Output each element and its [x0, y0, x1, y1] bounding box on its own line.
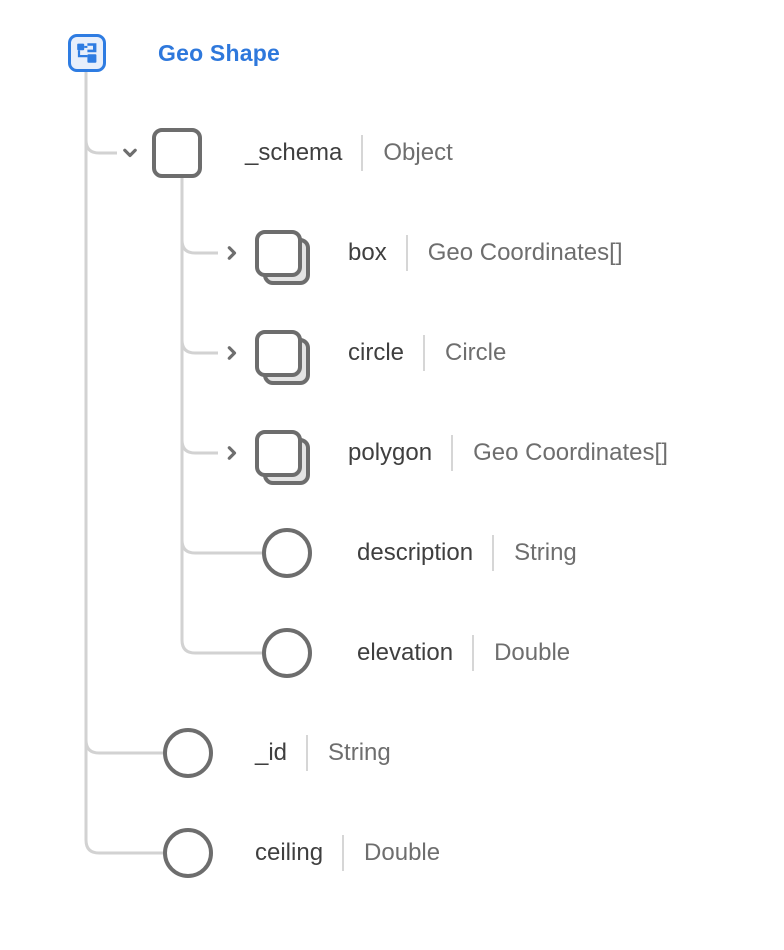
- node-name: _schema: [245, 139, 343, 166]
- connector-branch-box: [180, 239, 218, 255]
- connector-branch-description: [180, 539, 262, 555]
- chevron-down-icon[interactable]: [122, 145, 138, 161]
- node-type: String: [328, 739, 391, 766]
- node-name: ceiling: [255, 839, 324, 866]
- divider: [492, 535, 495, 571]
- field-icon: [163, 828, 213, 878]
- node-name: _id: [255, 739, 288, 766]
- node-schema[interactable]: _schema Object: [122, 125, 453, 181]
- connector-branch-circle: [180, 339, 218, 355]
- node-type: Geo Coordinates[]: [473, 439, 668, 466]
- root-title: Geo Shape: [158, 39, 280, 66]
- array-icon: [255, 229, 310, 285]
- node-polygon[interactable]: polygon Geo Coordinates[]: [224, 425, 668, 485]
- field-icon: [163, 728, 213, 778]
- divider: [306, 735, 309, 771]
- node-ceiling[interactable]: ceiling Double: [163, 825, 440, 881]
- divider: [342, 835, 345, 871]
- node-id[interactable]: _id String: [163, 725, 391, 781]
- node-name: circle: [348, 339, 405, 366]
- node-type: Circle: [445, 339, 507, 366]
- schema-root-icon[interactable]: [68, 34, 106, 72]
- node-description[interactable]: description String: [262, 525, 577, 581]
- connector-branch-id: [84, 739, 163, 755]
- node-box[interactable]: box Geo Coordinates[]: [224, 225, 623, 285]
- node-name: description: [357, 539, 474, 566]
- node-name: box: [348, 239, 387, 266]
- connector-branch-schema: [84, 139, 117, 155]
- node-name: polygon: [348, 439, 433, 466]
- node-elevation[interactable]: elevation Double: [262, 625, 570, 681]
- object-icon: [152, 128, 202, 178]
- node-circle[interactable]: circle Circle: [224, 325, 507, 385]
- divider: [405, 235, 408, 271]
- divider: [472, 635, 475, 671]
- node-type: Double: [364, 839, 441, 866]
- node-type: Geo Coordinates[]: [427, 239, 623, 266]
- connector-branch-polygon: [180, 439, 218, 455]
- array-icon: [255, 329, 310, 385]
- chevron-right-icon[interactable]: [224, 345, 240, 361]
- node-type: String: [514, 539, 577, 566]
- node-name: elevation: [357, 639, 454, 666]
- node-type: Double: [494, 639, 571, 666]
- root-node[interactable]: Geo Shape: [68, 25, 280, 81]
- sitemap-glyph: [77, 43, 97, 63]
- array-icon: [255, 429, 310, 485]
- divider: [361, 135, 364, 171]
- chevron-right-icon[interactable]: [224, 445, 240, 461]
- divider: [451, 435, 454, 471]
- field-icon: [262, 628, 312, 678]
- field-icon: [262, 528, 312, 578]
- chevron-right-icon[interactable]: [224, 245, 240, 261]
- node-type: Object: [383, 139, 453, 166]
- connector-root-trunk: [84, 72, 163, 855]
- divider: [423, 335, 426, 371]
